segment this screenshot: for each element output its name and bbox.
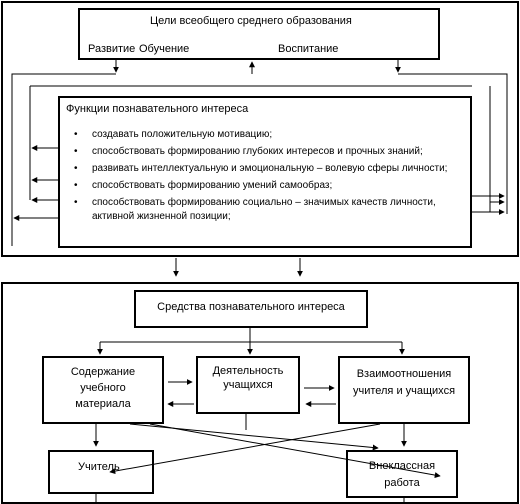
teacher-box: Учитель: [48, 450, 154, 494]
goal-obuchenie: Обучение: [139, 43, 190, 55]
bullet-icon: •: [74, 163, 78, 174]
means-box: Средства познавательного интереса: [134, 290, 368, 328]
goal-vospitanie: Воспитание: [278, 43, 339, 55]
bullet-icon: •: [74, 146, 78, 157]
relations-label: Взаимоотношения учителя и учащихся: [352, 368, 456, 397]
functions-list: •создавать положительную мотивацию; •спо…: [66, 128, 462, 227]
relations-box: Взаимоотношения учителя и учащихся: [338, 356, 470, 424]
means-title: Средства познавательного интереса: [157, 301, 345, 313]
left-bus-1: [11, 73, 116, 246]
function-item: •создавать положительную мотивацию;: [74, 129, 273, 140]
content-label: Содержание учебного материала: [70, 366, 136, 410]
goals-box: Цели всеобщего среднего образования Разв…: [78, 8, 440, 60]
activity-label: Деятельность учащихся: [212, 365, 284, 391]
bullet-icon: •: [74, 180, 78, 191]
functions-box: Функции познавательного интереса •создав…: [58, 96, 472, 248]
functions-title: Функции познавательного интереса: [66, 103, 249, 115]
right-bus-1: [398, 73, 508, 214]
bullet-icon: •: [74, 129, 78, 140]
function-item: •развивать интеллектуальную и эмоциональ…: [74, 163, 448, 174]
goals-title: Цели всеобщего среднего образования: [150, 15, 352, 27]
goal-razvitie: Развитие: [88, 43, 136, 55]
function-item: •способствовать формированию глубоких ин…: [74, 146, 423, 157]
bullet-icon: •: [74, 197, 78, 208]
activity-box: Деятельность учащихся: [196, 356, 300, 414]
content-box: Содержание учебного материала: [42, 356, 164, 424]
function-item: •способствовать формированию умений само…: [74, 180, 333, 191]
extracurricular-label: Внеклассная работа: [368, 460, 436, 489]
function-item: •способствовать формированию социально –…: [74, 197, 436, 222]
